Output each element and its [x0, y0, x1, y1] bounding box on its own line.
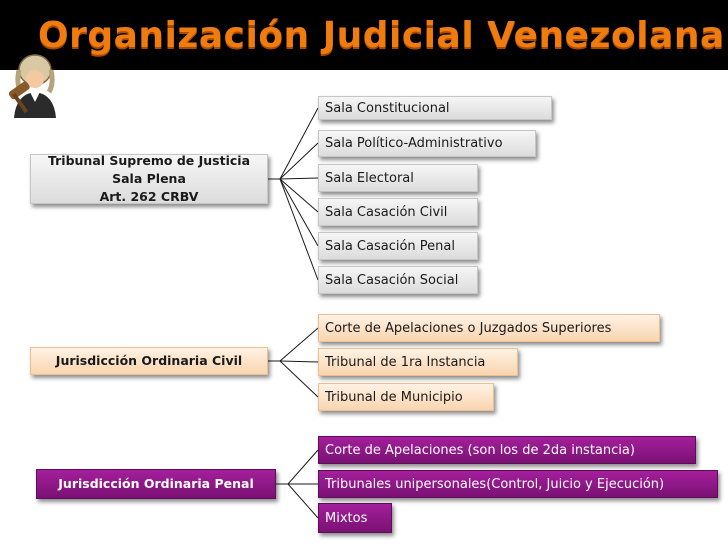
connector-sala-constitucional: [268, 107, 319, 180]
page-title: Organización Judicial Venezolana: [38, 15, 725, 56]
sala-casacion-civil-box: Sala Casación Civil: [318, 198, 478, 226]
jurisdiccion-penal-label: Jurisdicción Ordinaria Penal: [58, 476, 254, 491]
jurisdiccion-penal-box: Jurisdicción Ordinaria Penal: [36, 469, 276, 499]
sala-casacion-social-box: Sala Casación Social: [318, 266, 478, 294]
tribunal-municipio-box: Tribunal de Municipio: [318, 383, 494, 411]
sala-plena-label: Sala Plena: [112, 171, 186, 186]
sala-politico-administrativo-box: Sala Político-Administrativo: [318, 130, 536, 157]
connector-mixtos: [276, 483, 319, 519]
connector-sala-civil: [268, 178, 319, 213]
jurisdiccion-civil-box: Jurisdicción Ordinaria Civil: [30, 347, 268, 375]
judge-gavel-icon: [8, 54, 56, 118]
tribunal-primera-instancia-box: Tribunal de 1ra Instancia: [318, 348, 518, 376]
tribunal-supremo-label: Tribunal Supremo de Justicia: [47, 153, 251, 168]
jurisdiccion-civil-label: Jurisdicción Ordinaria Civil: [55, 353, 243, 368]
connector-corte-civil: [268, 327, 319, 362]
corte-apelaciones-penal-box: Corte de Apelaciones (son los de 2da ins…: [318, 436, 696, 464]
connector-sala-politico: [268, 142, 319, 180]
mixtos-box: Mixtos: [318, 503, 392, 533]
connector-sala-social: [268, 178, 319, 281]
title-banner: [0, 0, 728, 70]
tribunal-supremo-box: Tribunal Supremo de Justicia Sala Plena …: [30, 153, 268, 204]
connector-corte-penal: [276, 449, 319, 485]
sala-electoral-box: Sala Electoral: [318, 164, 478, 192]
sala-casacion-penal-box: Sala Casación Penal: [318, 232, 478, 260]
connector-municipio: [268, 360, 319, 398]
tribunales-unipersonales-box: Tribunales unipersonales(Control, Juicio…: [318, 470, 718, 498]
articulo-label: Art. 262 CRBV: [99, 189, 199, 204]
corte-apelaciones-civil-box: Corte de Apelaciones o Juzgados Superior…: [318, 314, 660, 342]
sala-constitucional-box: Sala Constitucional: [318, 96, 552, 120]
